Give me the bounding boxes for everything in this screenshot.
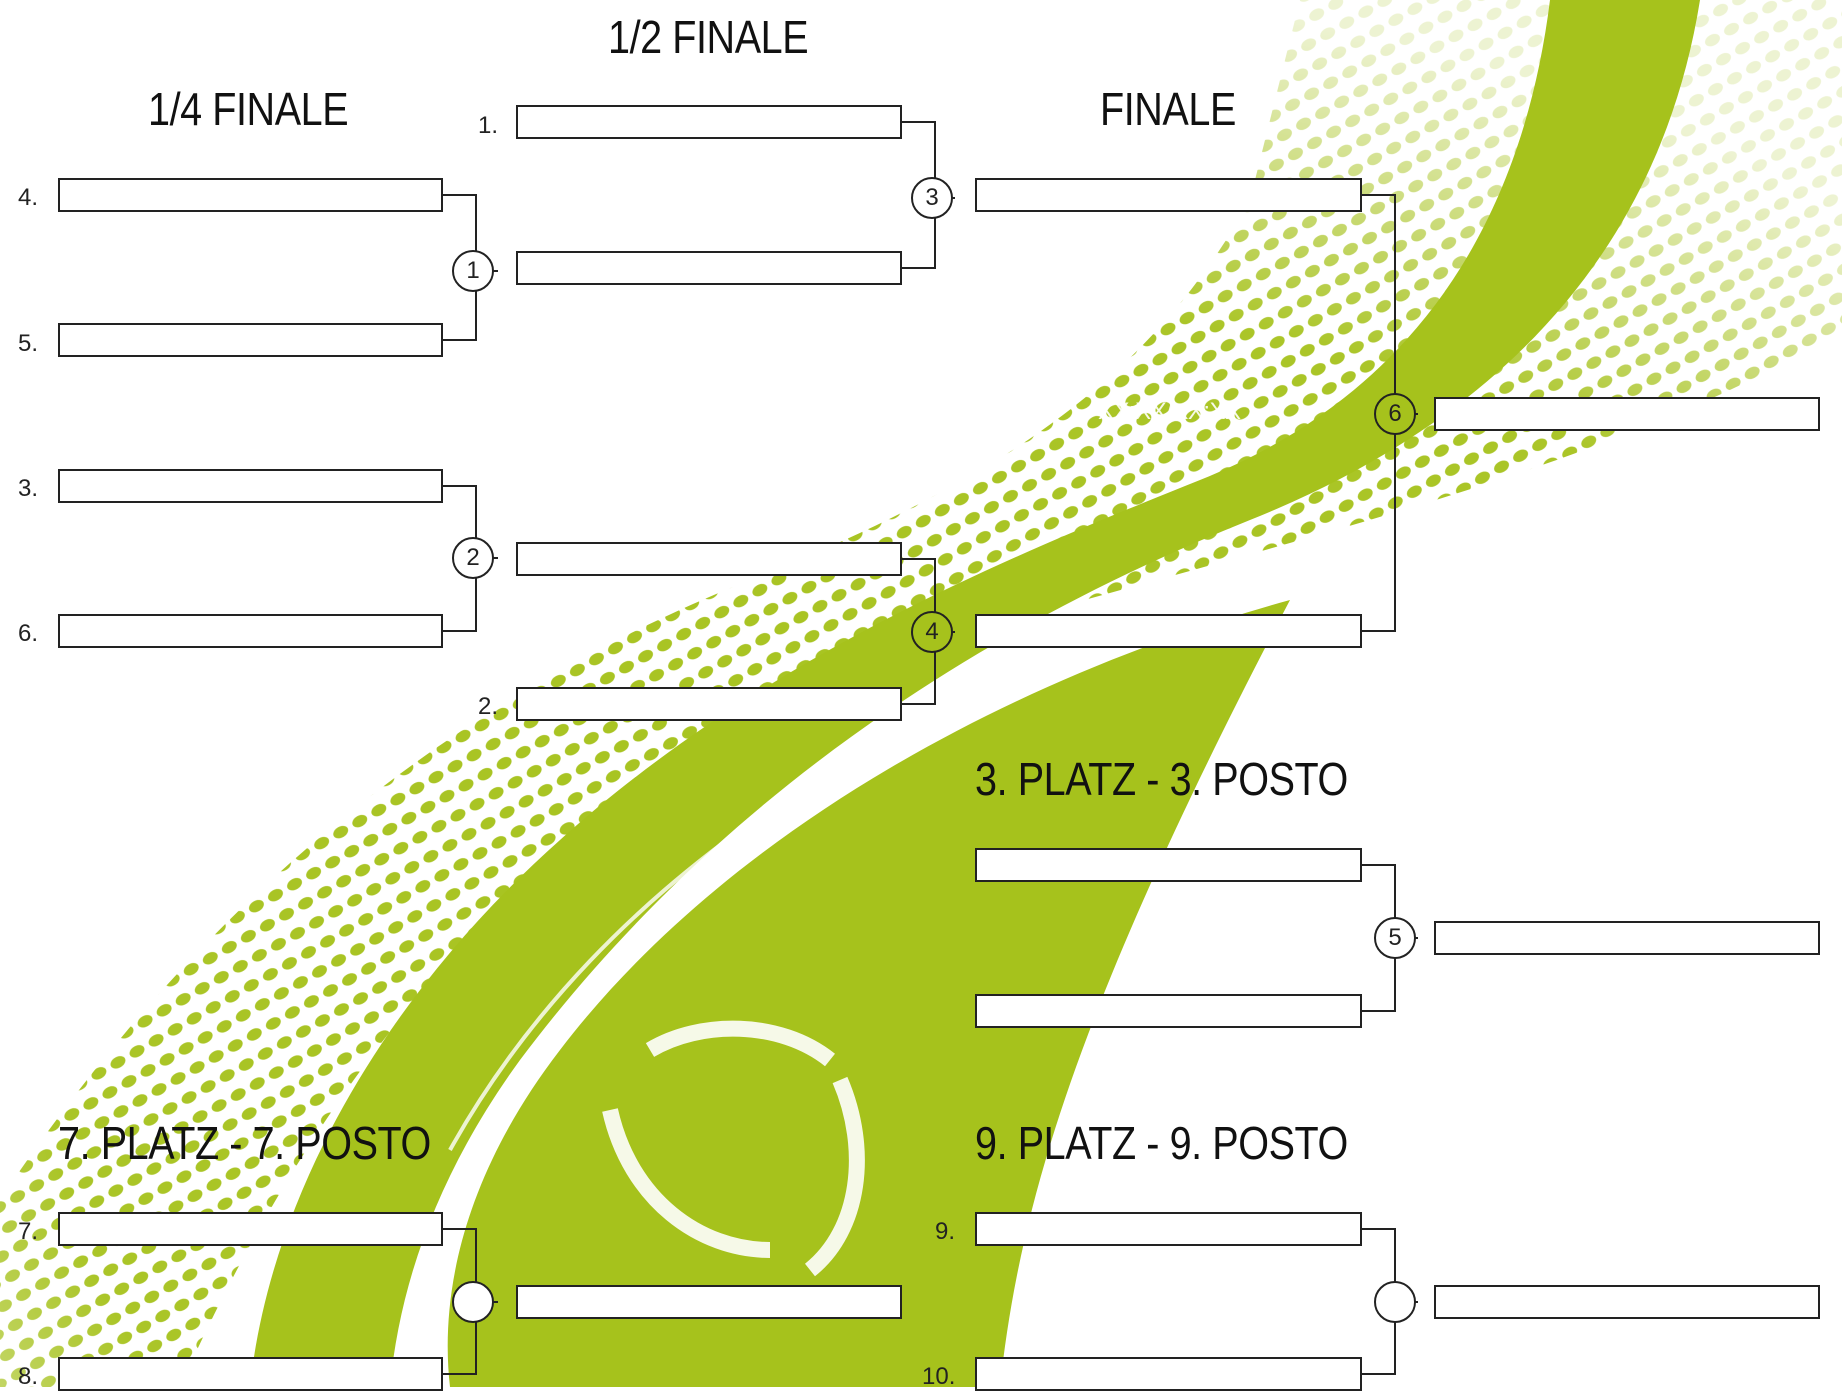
final-time-placeholder: XX:XX/XX:XX: [1098, 398, 1241, 425]
sf2-team-a-field[interactable]: [516, 542, 902, 576]
third-team-a-field[interactable]: [975, 848, 1362, 882]
winner-field[interactable]: [1434, 397, 1820, 431]
third-team-b-field[interactable]: [975, 994, 1362, 1028]
seed-label-10: 10.: [922, 1363, 956, 1390]
seed-label-3: 3.: [18, 475, 39, 502]
seventh-place-title: 7. PLATZ - 7. POSTO: [58, 1117, 431, 1169]
sf1-team-b-field[interactable]: [516, 251, 902, 285]
ninth-winner-field[interactable]: [1434, 1285, 1820, 1319]
seed-label-7: 7.: [18, 1218, 39, 1245]
sf1-team-a-field[interactable]: [516, 105, 902, 139]
final-title: FINALE: [1100, 83, 1236, 135]
seed-label-6: 6.: [18, 620, 39, 647]
qf2-team-a-field[interactable]: [58, 469, 443, 503]
match-marker-1: 1: [452, 250, 494, 292]
seed-label-8: 8.: [18, 1363, 39, 1390]
seventh-winner-field[interactable]: [516, 1285, 902, 1319]
seventh-team-a-field[interactable]: [58, 1212, 443, 1246]
ninth-team-b-field[interactable]: [975, 1357, 1362, 1391]
qf1-team-a-field[interactable]: [58, 178, 443, 212]
final-team-a-field[interactable]: [975, 178, 1362, 212]
half-final-title: 1/2 FINALE: [608, 11, 809, 63]
match-marker-6: 6: [1374, 393, 1416, 435]
seed-label-5: 5.: [18, 330, 39, 357]
seed-label-1: 1.: [478, 112, 499, 139]
match-marker-9: [1374, 1281, 1416, 1323]
final-team-b-field[interactable]: [975, 614, 1362, 648]
ninth-place-title: 9. PLATZ - 9. POSTO: [975, 1117, 1348, 1169]
seventh-team-b-field[interactable]: [58, 1357, 443, 1391]
qf1-team-b-field[interactable]: [58, 323, 443, 357]
sf2-team-b-field[interactable]: [516, 687, 902, 721]
ninth-team-a-field[interactable]: [975, 1212, 1362, 1246]
seed-label-9: 9.: [935, 1218, 956, 1245]
match-marker-5: 5: [1374, 917, 1416, 959]
match-marker-3: 3: [911, 177, 953, 219]
quarter-final-title: 1/4 FINALE: [148, 83, 349, 135]
seed-label-2: 2.: [478, 693, 499, 720]
match-marker-4: 4: [911, 611, 953, 653]
third-winner-field[interactable]: [1434, 921, 1820, 955]
match-marker-7: [452, 1281, 494, 1323]
qf2-team-b-field[interactable]: [58, 614, 443, 648]
match-marker-2: 2: [452, 537, 494, 579]
seed-label-4: 4.: [18, 184, 39, 211]
third-place-title: 3. PLATZ - 3. POSTO: [975, 753, 1348, 805]
